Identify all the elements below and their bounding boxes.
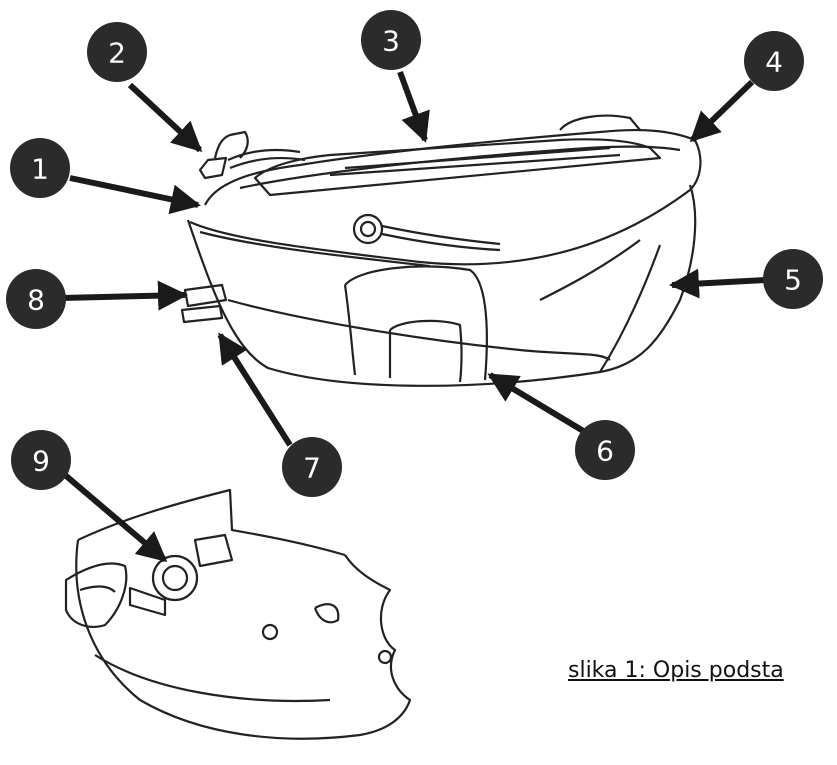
- callout-number-7: 7: [303, 452, 321, 485]
- callout-number-2: 2: [108, 37, 126, 70]
- callout-badge-8: [6, 269, 66, 329]
- callout-badge-1: [10, 138, 70, 198]
- callout-badge-2: [87, 22, 147, 82]
- callout-number-5: 5: [784, 264, 802, 297]
- callout-arrow-2: [127, 82, 203, 153]
- callout-arrow-6: [487, 372, 587, 435]
- callout-group: 1 2 3 4 5 6 7 8 9: [6, 10, 823, 563]
- callout-arrow-8: [61, 280, 188, 311]
- callout-number-9: 9: [32, 445, 50, 478]
- callout-badge-6: [575, 420, 635, 480]
- callout-number-8: 8: [27, 284, 45, 317]
- callout-number-6: 6: [596, 435, 614, 468]
- steam-station-base-drawing: [180, 114, 702, 387]
- callout-arrow-9: [63, 472, 168, 563]
- callout-arrow-7: [217, 332, 293, 447]
- callout-badge-4: [744, 31, 804, 91]
- callout-arrow-5: [669, 268, 766, 299]
- callout-number-4: 4: [765, 46, 783, 79]
- figure-caption: slika 1: Opis podsta: [568, 658, 784, 683]
- callout-arrow-4: [689, 79, 755, 143]
- bottom-tray-drawing: [64, 488, 412, 740]
- callout-badge-7: [282, 437, 342, 497]
- callout-badge-9: [11, 430, 71, 490]
- callout-badge-3: [361, 10, 421, 70]
- callout-badge-5: [763, 249, 823, 309]
- callout-arrow-3: [397, 70, 430, 143]
- callout-number-3: 3: [382, 25, 400, 58]
- callout-arrow-1: [69, 175, 201, 215]
- callout-number-1: 1: [31, 153, 49, 186]
